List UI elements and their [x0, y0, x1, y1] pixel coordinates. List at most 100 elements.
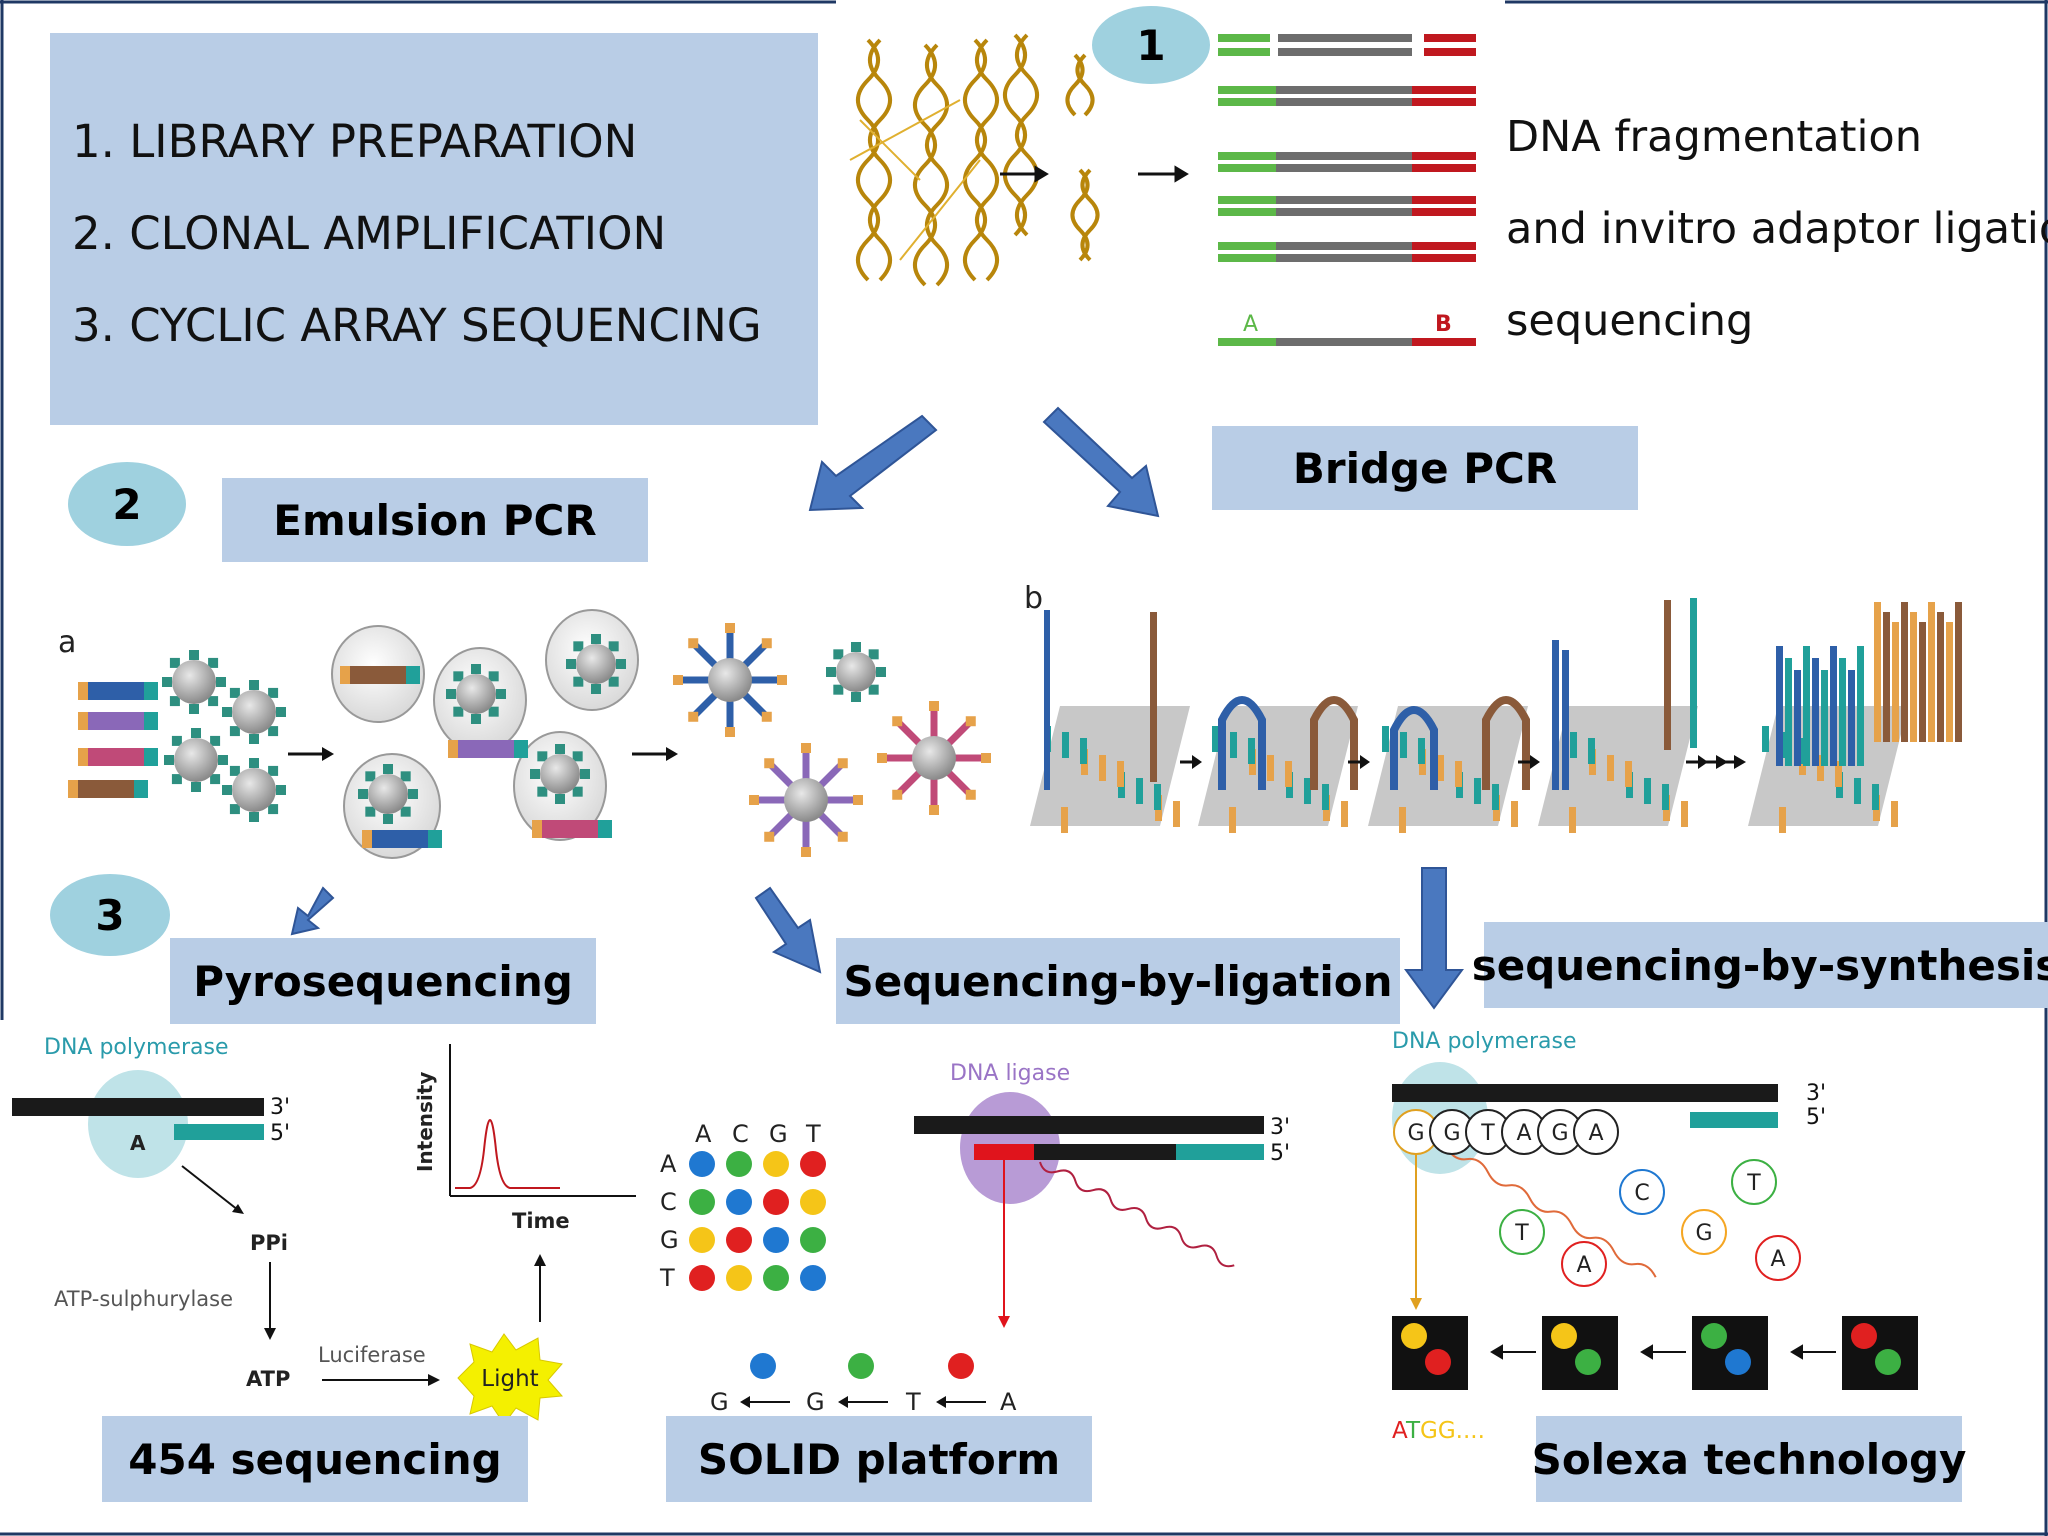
insert	[1276, 196, 1412, 204]
arrowhead	[1530, 755, 1540, 769]
free-nucleotide: C	[1634, 1181, 1649, 1206]
cluster-signal	[1551, 1323, 1577, 1349]
adaptor-a	[1218, 254, 1276, 262]
bridge-pcr-box: Bridge PCR	[1212, 426, 1638, 510]
adaptor-a	[1218, 208, 1276, 216]
ligase-label: DNA ligase	[950, 1061, 1070, 1086]
bead-primer	[210, 735, 221, 746]
strand-tip	[892, 716, 903, 727]
surface-primer	[1117, 761, 1124, 787]
surface-primer	[1080, 738, 1087, 764]
adaptor-a	[1218, 98, 1276, 106]
panel-letter-a: a	[58, 625, 76, 660]
strand-tip	[761, 638, 772, 649]
step-2-circle: 2	[68, 462, 186, 546]
surface-primer	[1779, 807, 1786, 833]
surface-primer	[1588, 738, 1595, 764]
fragment-end	[144, 712, 158, 730]
surface-primer	[1285, 761, 1292, 787]
surface-primer	[1644, 778, 1651, 804]
flow-cell-surface	[1030, 706, 1190, 826]
bead-primer	[566, 659, 576, 669]
free-nucleotide: A	[1576, 1253, 1591, 1278]
strand-tip	[965, 716, 976, 727]
solexa-template-strand	[1392, 1084, 1778, 1102]
arrowhead	[936, 1396, 946, 1408]
surface-primer	[1511, 801, 1518, 827]
cluster-strand	[1785, 658, 1792, 766]
bead	[456, 674, 496, 714]
bead-primer	[400, 771, 411, 782]
bead-primer	[868, 649, 879, 660]
bead-primer	[851, 692, 861, 702]
sequencing-by-synthesis-box: sequencing-by-synthesis	[1472, 922, 2048, 1008]
insert	[1276, 254, 1412, 262]
solexa-polymerase-label: DNA polymerase	[1392, 1029, 1577, 1054]
arrowhead	[838, 1396, 848, 1408]
solid-read-base: T	[905, 1388, 921, 1416]
strand-tip	[929, 701, 939, 711]
bead-primer	[171, 735, 182, 746]
template-base-ring	[1573, 1109, 1619, 1155]
strand-tip	[929, 805, 939, 815]
bead-primer	[276, 785, 286, 795]
bead-primer	[868, 684, 879, 695]
solid-ligation-schematic: DNA ligase 3' 5'	[914, 1061, 1290, 1328]
cluster-strand	[1821, 670, 1828, 766]
surface-primer	[1817, 755, 1824, 781]
arrowhead	[740, 1396, 750, 1408]
cluster-signal	[1851, 1323, 1877, 1349]
bead-primer	[616, 659, 626, 669]
strand-tip	[965, 789, 976, 800]
bead-primer	[208, 696, 219, 707]
bead-primer	[249, 812, 259, 822]
strand-5-label: 5'	[270, 1121, 290, 1146]
adaptor-b	[1412, 208, 1476, 216]
strand-tip	[764, 758, 775, 769]
strand-tip	[761, 711, 772, 722]
insert	[1276, 164, 1412, 172]
adaptor-b	[1412, 338, 1476, 346]
cluster-strand	[1946, 622, 1953, 742]
bead-primer	[216, 677, 226, 687]
free-nucleotide-ring	[1755, 1235, 1801, 1281]
surface-primer	[1267, 755, 1274, 781]
template-base: G	[1407, 1121, 1424, 1146]
bead-primer	[471, 714, 481, 724]
cluster-strand	[1910, 612, 1917, 742]
pyrosequencing-schematic: DNA polymerase 3' 5' A PPi ATP-sulphuryl…	[12, 1035, 636, 1425]
free-nucleotide-ring	[1731, 1159, 1777, 1205]
incorporated-base: A	[130, 1131, 146, 1155]
fragment-end	[78, 682, 88, 700]
template-strand	[1150, 612, 1157, 782]
fragmentation-line-3: sequencing	[1506, 296, 1754, 346]
strand-tip	[981, 753, 991, 763]
surface-primer	[1780, 732, 1787, 758]
surface-primer	[1625, 761, 1632, 787]
step-1-circle: 1	[1092, 6, 1210, 84]
fragment-end	[78, 712, 88, 730]
surface-primer	[1681, 801, 1688, 827]
readout-char: .	[1478, 1418, 1485, 1444]
matrix-color-dot	[800, 1265, 826, 1291]
bead-primer	[268, 726, 279, 737]
solid-strand-3: 3'	[1270, 1115, 1290, 1140]
free-nucleotide-ring	[1561, 1241, 1607, 1287]
fragment-insert	[88, 682, 144, 700]
emulsion-pcr-box: Emulsion PCR	[222, 478, 648, 562]
surface-primer	[1569, 807, 1576, 833]
surface-primer	[1212, 726, 1219, 752]
cluster-signal	[1575, 1349, 1601, 1375]
bridge-strand	[1218, 696, 1266, 790]
strand-tip	[801, 743, 811, 753]
bead-primer	[191, 728, 201, 738]
fragment-end	[144, 682, 158, 700]
matrix-color-dot	[726, 1151, 752, 1177]
readout-char: T	[1405, 1418, 1421, 1444]
bridge-pcr-illustration	[1030, 598, 1962, 833]
bead	[540, 754, 580, 794]
free-nucleotide-ring	[1499, 1209, 1545, 1255]
bead-primer	[171, 774, 182, 785]
strand-tip	[837, 831, 848, 842]
